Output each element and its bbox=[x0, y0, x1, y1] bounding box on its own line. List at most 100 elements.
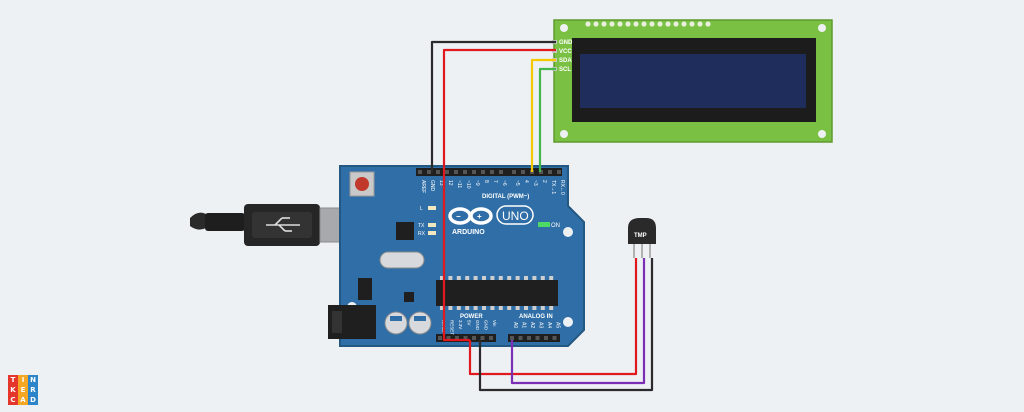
capacitor bbox=[408, 311, 432, 335]
pin-label: ~5 bbox=[514, 180, 520, 186]
header-pin[interactable] bbox=[518, 336, 523, 340]
logo-letter: N bbox=[28, 375, 38, 385]
digital-header-label: DIGITAL (PWM~) bbox=[482, 194, 529, 200]
pin-label: 3.3V bbox=[458, 320, 463, 329]
header-pin[interactable] bbox=[481, 170, 485, 174]
usb-icon bbox=[266, 217, 300, 232]
pin-label: ~3 bbox=[532, 180, 538, 186]
logo-letter: A bbox=[18, 395, 28, 405]
header-pin[interactable] bbox=[489, 336, 493, 340]
pin-label: 13 bbox=[438, 180, 444, 186]
header-pin[interactable] bbox=[463, 336, 468, 340]
header-pin[interactable] bbox=[535, 336, 540, 340]
regulator bbox=[358, 278, 372, 300]
logo-letter: D bbox=[28, 395, 38, 405]
pin-label: 12 bbox=[447, 180, 453, 186]
pin-label: 4 bbox=[523, 180, 529, 183]
pin-label: 8 bbox=[483, 180, 489, 183]
pin-label: GND bbox=[429, 180, 435, 192]
logo-letter: T bbox=[8, 375, 18, 385]
pin-label: A1 bbox=[521, 322, 527, 328]
sensor-label: TMP bbox=[634, 233, 647, 239]
analog-header bbox=[508, 334, 560, 342]
header-pin[interactable] bbox=[463, 170, 467, 174]
svg-text:+: + bbox=[477, 212, 482, 221]
pin-label: RESET bbox=[450, 320, 455, 335]
pin-label: GND bbox=[484, 320, 489, 331]
brand-label: ARDUINO bbox=[452, 229, 485, 236]
lcd-screen bbox=[580, 54, 806, 108]
pin-label: 5V bbox=[467, 320, 472, 326]
reset-button-cap[interactable] bbox=[355, 177, 369, 191]
wires bbox=[430, 40, 654, 392]
header-pin[interactable] bbox=[472, 336, 476, 340]
on-label: ON bbox=[551, 223, 560, 229]
header-pin[interactable] bbox=[557, 170, 561, 174]
header-pin[interactable] bbox=[544, 336, 548, 340]
header-pin[interactable] bbox=[512, 170, 516, 174]
led-label-rx: RX bbox=[418, 231, 426, 237]
wire-5v-sensor[interactable] bbox=[468, 258, 638, 376]
header-pin[interactable] bbox=[436, 170, 440, 174]
model-label: UNO bbox=[502, 209, 529, 223]
crystal bbox=[379, 251, 425, 269]
header-pin[interactable] bbox=[510, 336, 514, 340]
wire-vcc-lcd[interactable] bbox=[442, 48, 556, 342]
digital-header bbox=[416, 168, 562, 176]
wire-gnd-lcd[interactable] bbox=[430, 40, 556, 172]
header-pin[interactable] bbox=[521, 170, 525, 174]
pin-label: A4 bbox=[546, 322, 552, 328]
logo-letter: C bbox=[8, 395, 18, 405]
header-pin[interactable] bbox=[472, 170, 476, 174]
header-pin[interactable] bbox=[527, 336, 531, 340]
logo-letter: E bbox=[18, 385, 28, 395]
header-pin[interactable] bbox=[455, 336, 459, 340]
pin-label: A5 bbox=[555, 322, 561, 328]
pin-label: A0 bbox=[512, 322, 518, 328]
logo-letter: R bbox=[28, 385, 38, 395]
header-pin[interactable] bbox=[454, 170, 458, 174]
pin-label: RX←0 bbox=[559, 180, 565, 195]
header-pin[interactable] bbox=[418, 170, 422, 174]
pin-label: GND bbox=[475, 320, 480, 331]
pin-label: ~10 bbox=[465, 180, 471, 189]
power-header-label: POWER bbox=[460, 314, 483, 320]
lcd-pin-label: SCL bbox=[559, 67, 571, 73]
atmega-chip bbox=[436, 280, 558, 306]
pin-label: ~6 bbox=[501, 180, 507, 186]
lcd-pin-label: GND bbox=[559, 40, 573, 46]
pin-label: TX→1 bbox=[550, 180, 556, 194]
header-pin[interactable] bbox=[499, 170, 503, 174]
wire-sda[interactable] bbox=[530, 58, 556, 172]
pin-label: ~11 bbox=[456, 180, 462, 188]
pin-label: 7 bbox=[492, 180, 498, 183]
lcd-i2c-module[interactable]: GND VCC SDA SCL bbox=[552, 19, 833, 143]
led-label-tx: TX bbox=[418, 223, 425, 229]
lcd-pin-label: SDA bbox=[559, 58, 572, 64]
tmp-sensor[interactable]: TMP bbox=[628, 218, 656, 258]
header-pin[interactable] bbox=[427, 170, 431, 174]
capacitor bbox=[384, 311, 408, 335]
header-pin[interactable] bbox=[548, 170, 552, 174]
wire-a0-sensor[interactable] bbox=[510, 258, 646, 385]
header-pin[interactable] bbox=[480, 336, 485, 340]
header-pin[interactable] bbox=[552, 336, 557, 340]
led-label-l: L bbox=[420, 206, 423, 212]
wire-gnd-sensor[interactable] bbox=[478, 258, 654, 392]
header-pin[interactable] bbox=[445, 170, 449, 174]
pin-label: Vin bbox=[492, 320, 497, 327]
wire-scl[interactable] bbox=[538, 67, 556, 172]
arduino-infinity-logo bbox=[448, 207, 493, 225]
header-pin[interactable] bbox=[438, 336, 442, 340]
lcd-pin-label: VCC bbox=[559, 49, 572, 55]
header-pin[interactable] bbox=[490, 170, 494, 174]
analog-header-label: ANALOG IN bbox=[519, 314, 553, 320]
svg-text:−: − bbox=[456, 212, 461, 221]
pin-label: A2 bbox=[529, 322, 535, 328]
pin-label: 2 bbox=[541, 180, 547, 183]
header-pin[interactable] bbox=[446, 336, 451, 340]
